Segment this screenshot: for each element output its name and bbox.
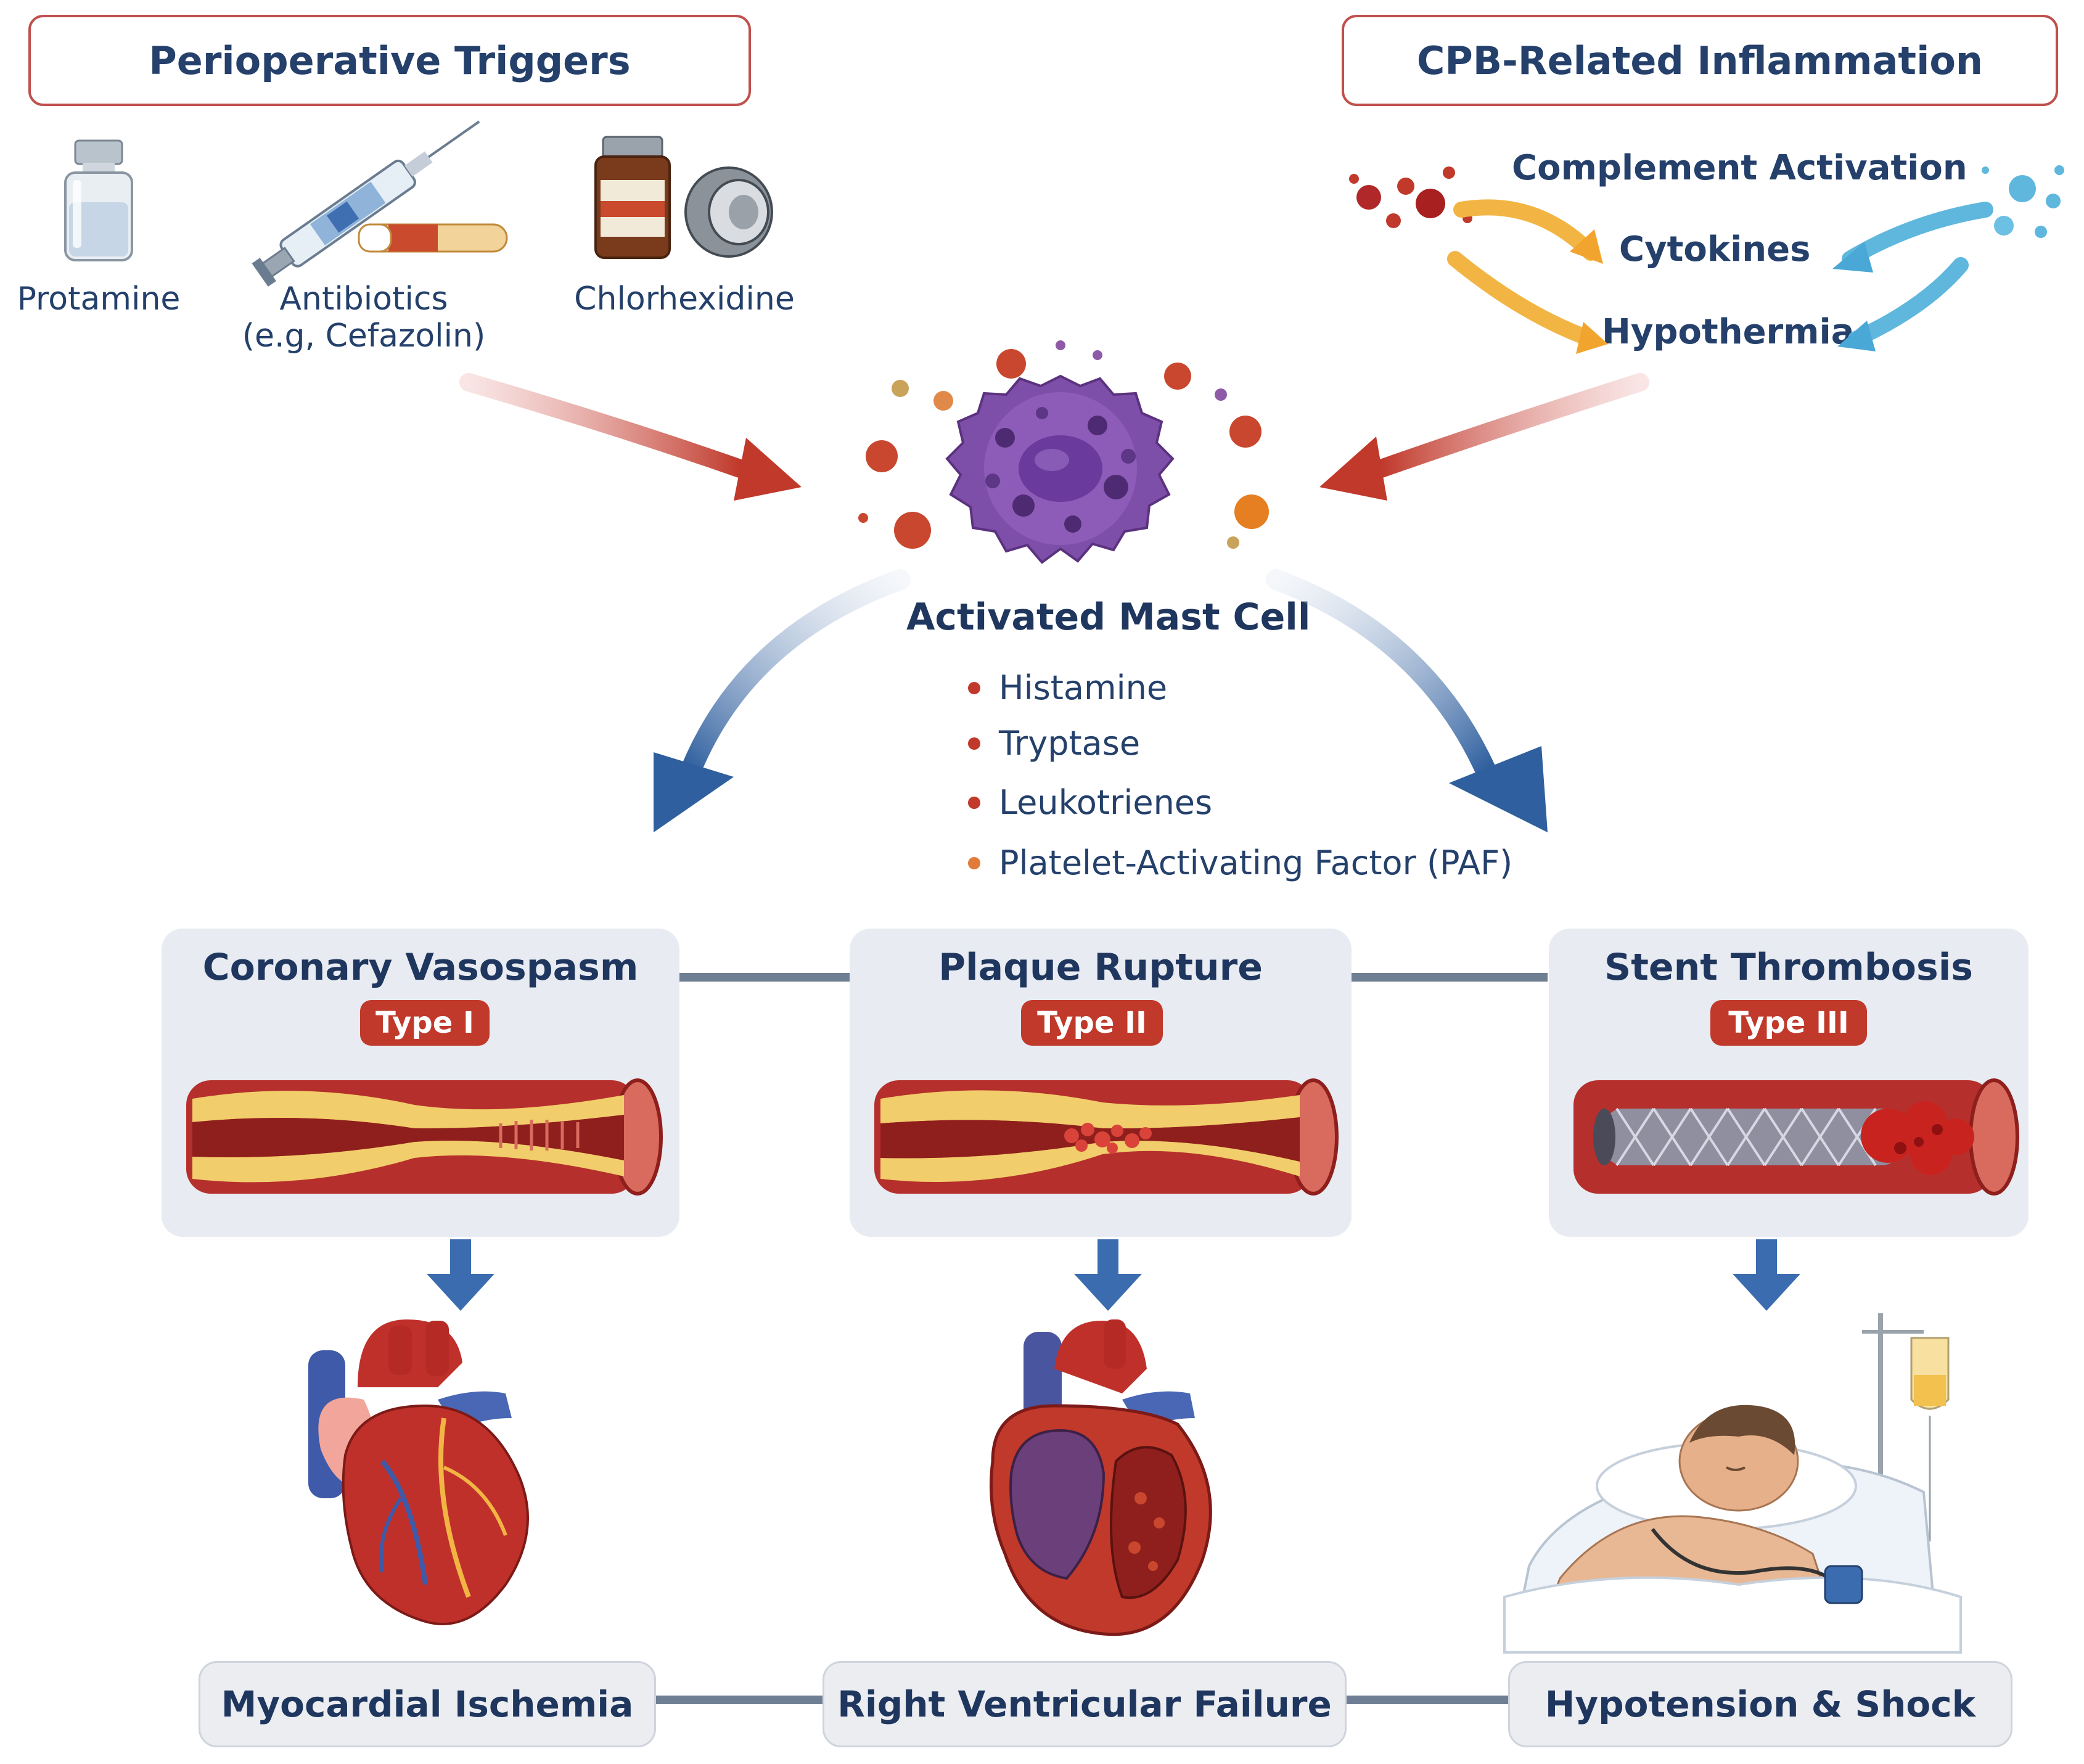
outcome-myocardial-ischemia: Myocardial Ischemia <box>199 1661 656 1747</box>
down-arrow-3 <box>1733 1239 1800 1311</box>
mediator-label: Platelet-Activating Factor (PAF) <box>999 843 1513 882</box>
trigger-to-mastcell-arrow <box>459 373 802 501</box>
mediator-tryptase: Tryptase <box>968 724 1140 763</box>
triggers-header-text: Perioperative Triggers <box>149 38 631 83</box>
artery-stent-thrombosis-icon <box>1573 1078 2019 1196</box>
bottle-icon <box>594 136 773 259</box>
syringe-icon <box>252 120 508 287</box>
mast-cell-icon <box>858 340 1269 564</box>
vial-icon <box>64 139 133 261</box>
trigger-label-protamine: Protamine <box>17 281 181 318</box>
outcome-connector-1 <box>655 1696 826 1704</box>
inflammation-droplets-right <box>1982 165 2064 238</box>
outcome-label: Myocardial Ischemia <box>221 1683 634 1725</box>
type-badge: Type I <box>360 1000 490 1046</box>
panel-connector-2 <box>1350 973 1548 982</box>
panel-coronary-vasospasm: Coronary Vasospasm Type I <box>162 929 679 1237</box>
outcome-connector-2 <box>1344 1696 1511 1704</box>
type-badge: Type II <box>1021 1000 1163 1046</box>
cpb-cytokines: Cytokines <box>1619 229 1811 269</box>
artery-plaque-rupture-icon <box>874 1078 1339 1196</box>
cpb-blue-arrows <box>1832 202 1993 351</box>
outcome-rv-failure: Right Ventricular Failure <box>823 1661 1347 1747</box>
heart-section-icon <box>990 1319 1212 1636</box>
panel-connector-1 <box>678 973 851 982</box>
panel-title: Plaque Rupture <box>938 946 1263 989</box>
mediator-histamine: Histamine <box>968 668 1167 707</box>
bullet-dot <box>968 681 980 694</box>
panel-plaque-rupture: Plaque Rupture Type II <box>850 929 1352 1237</box>
bullet-dot <box>968 737 980 750</box>
cpb-orange-arrows <box>1447 199 1608 354</box>
trigger-label-chlorhexidine: Chlorhexidine <box>574 281 795 318</box>
cpb-inflammation-header: CPB-Related Inflammation <box>1342 15 2058 106</box>
trigger-label-antibiotics: Antibiotics (e.g, Cefazolin) <box>242 281 486 355</box>
mastcell-to-left-arrow <box>654 569 911 832</box>
panel-stent-thrombosis: Stent Thrombosis Type III <box>1549 929 2029 1237</box>
cpb-to-mastcell-arrow <box>1319 373 1649 501</box>
cpb-hypothermia: Hypothermia <box>1602 312 1855 352</box>
perioperative-triggers-header: Perioperative Triggers <box>28 15 751 106</box>
mast-cell-title: Activated Mast Cell <box>906 596 1311 639</box>
mastcell-to-right-arrow <box>1266 569 1548 832</box>
artery-vasospasm-icon <box>186 1078 663 1196</box>
mediator-label: Tryptase <box>999 724 1141 763</box>
down-arrow-2 <box>1074 1239 1142 1311</box>
type-badge: Type III <box>1710 1000 1867 1046</box>
cpb-header-text: CPB-Related Inflammation <box>1416 38 1983 83</box>
bullet-dot <box>968 856 980 869</box>
outcome-label: Right Ventricular Failure <box>837 1683 1332 1725</box>
outcome-hypotension-shock: Hypotension & Shock <box>1508 1661 2012 1747</box>
cpb-complement-activation: Complement Activation <box>1512 148 1967 188</box>
panel-title: Stent Thrombosis <box>1604 946 1973 989</box>
mediator-leukotrienes: Leukotrienes <box>968 783 1212 822</box>
outcome-label: Hypotension & Shock <box>1545 1683 1976 1725</box>
heart-icon <box>308 1319 529 1625</box>
mediator-label: Leukotrienes <box>999 783 1213 822</box>
mediator-label: Histamine <box>999 668 1168 707</box>
patient-bed-icon <box>1503 1313 1962 1654</box>
down-arrow-1 <box>427 1239 494 1311</box>
mediator-paf: Platelet-Activating Factor (PAF) <box>968 843 1512 882</box>
panel-title: Coronary Vasospasm <box>202 946 639 989</box>
bullet-dot <box>968 796 980 809</box>
